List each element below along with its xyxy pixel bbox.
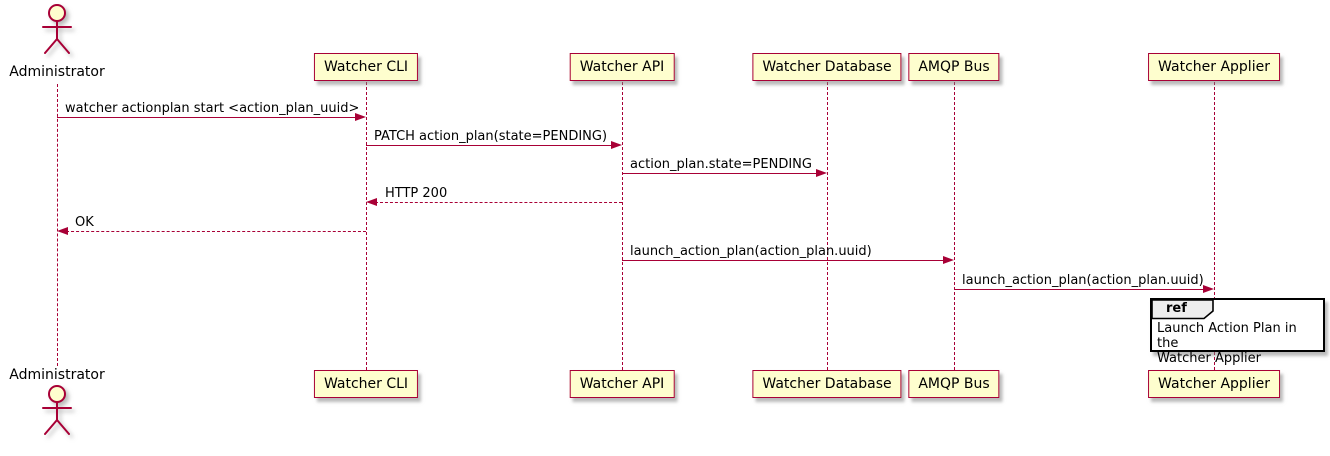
- lifeline-administrator: [57, 84, 58, 366]
- message-label-6: launch_action_plan(action_plan.uuid): [630, 244, 872, 259]
- arrowhead-icon: [943, 256, 954, 264]
- message-arrow-3: [622, 173, 818, 174]
- participant-watcher-applier-bottom: Watcher Applier: [1148, 370, 1280, 398]
- participant-watcher-applier-top: Watcher Applier: [1148, 53, 1280, 81]
- participant-watcher-database-bottom: Watcher Database: [752, 370, 902, 398]
- actor-label-top: Administrator: [9, 64, 105, 80]
- lifeline-amqp-bus: [954, 82, 955, 370]
- ref-fragment: ref Launch Action Plan in the Watcher Ap…: [1150, 298, 1325, 366]
- message-arrow-1: [57, 117, 357, 118]
- participant-watcher-api-top: Watcher API: [569, 53, 675, 81]
- lifeline-watcher-database: [827, 82, 828, 370]
- message-label-5: OK: [75, 215, 94, 230]
- ref-text: Launch Action Plan in the Watcher Applie…: [1157, 321, 1297, 366]
- arrowhead-icon: [366, 198, 377, 206]
- message-label-2: PATCH action_plan(state=PENDING): [374, 129, 608, 144]
- arrowhead-icon: [355, 113, 366, 121]
- message-label-7: launch_action_plan(action_plan.uuid): [962, 273, 1204, 288]
- participant-watcher-cli-top: Watcher CLI: [313, 53, 419, 81]
- lifeline-watcher-applier: [1214, 82, 1215, 370]
- message-arrow-4: [375, 202, 622, 203]
- message-label-4: HTTP 200: [385, 186, 448, 201]
- actor-icon: [42, 4, 72, 54]
- actor-label-bottom: Administrator: [9, 367, 105, 383]
- message-arrow-2: [366, 145, 613, 146]
- participant-amqp-bus-bottom: AMQP Bus: [908, 370, 1000, 398]
- message-label-1: watcher actionplan start <action_plan_uu…: [65, 101, 360, 116]
- lifeline-watcher-cli: [366, 82, 367, 370]
- actor-icon: [42, 385, 72, 435]
- lifeline-watcher-api: [622, 82, 623, 370]
- message-label-3: action_plan.state=PENDING: [630, 157, 812, 172]
- message-arrow-6: [622, 260, 945, 261]
- ref-header-pentagon: [1151, 299, 1214, 320]
- arrowhead-icon: [611, 141, 622, 149]
- arrowhead-icon: [816, 169, 827, 177]
- ref-keyword: ref: [1166, 301, 1187, 316]
- message-arrow-7: [954, 289, 1205, 290]
- participant-amqp-bus-top: AMQP Bus: [908, 53, 1000, 81]
- participant-watcher-database-top: Watcher Database: [752, 53, 902, 81]
- arrowhead-icon: [1203, 285, 1214, 293]
- participant-watcher-api-bottom: Watcher API: [569, 370, 675, 398]
- arrowhead-icon: [57, 227, 68, 235]
- participant-watcher-cli-bottom: Watcher CLI: [313, 370, 419, 398]
- message-arrow-5: [66, 231, 366, 232]
